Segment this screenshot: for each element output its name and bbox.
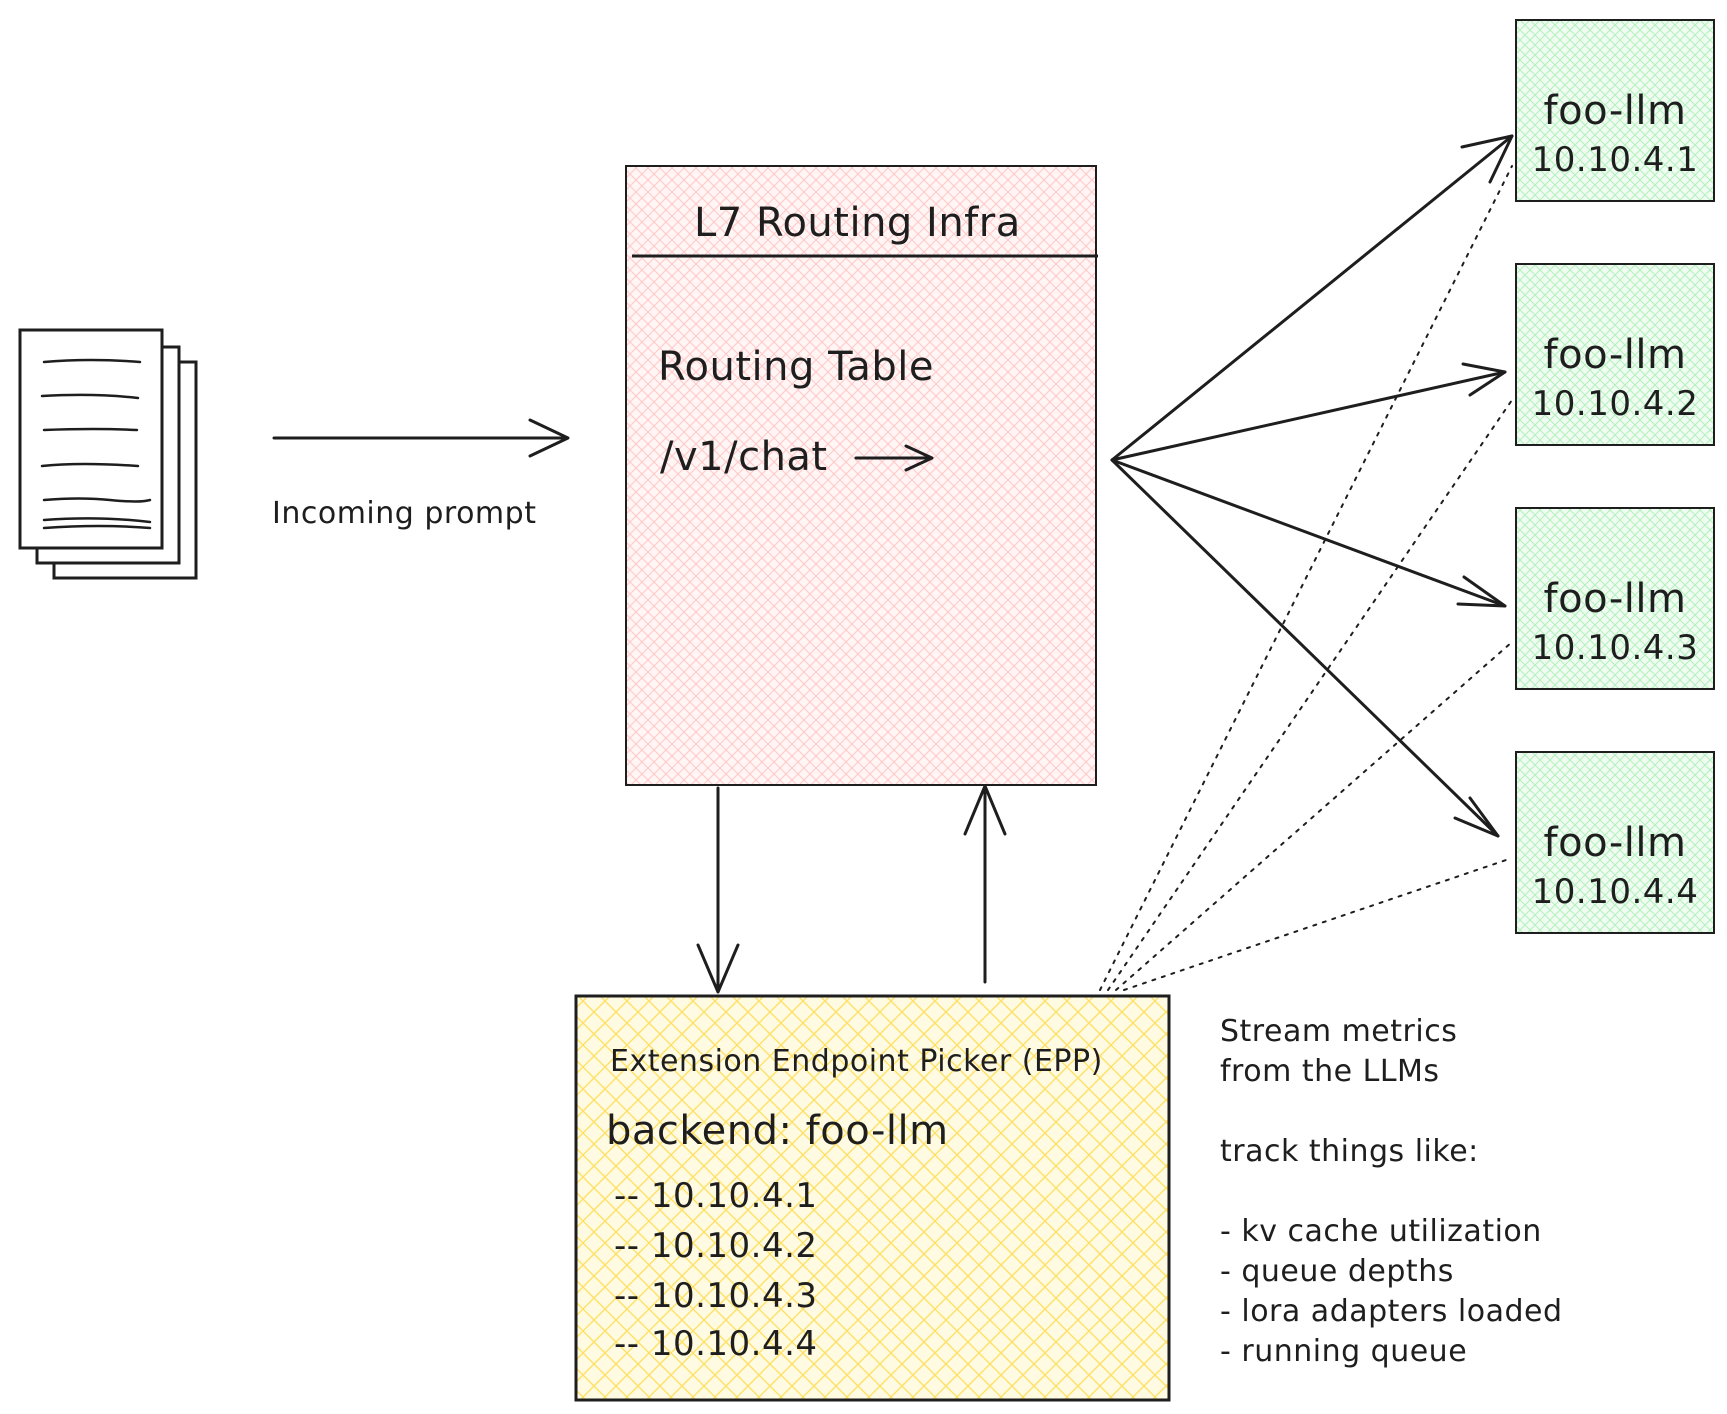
epp-endpoint-3: -- 10.10.4.3 (614, 1276, 818, 1316)
route-path: /v1/chat (660, 434, 828, 480)
notes-line-2: from the LLMs (1220, 1054, 1440, 1089)
notes-line-1: Stream metrics (1220, 1014, 1458, 1049)
notes-item-2: - queue depths (1220, 1254, 1454, 1289)
router-to-backend-3-arrow (1110, 458, 1507, 608)
backend-1-name: foo-llm (1543, 88, 1687, 134)
epp-title: Extension Endpoint Picker (EPP) (610, 1044, 1103, 1079)
router-to-backend-2-arrow (1110, 362, 1507, 462)
backend-box-1 (1515, 19, 1715, 202)
routing-infra-box (625, 165, 1098, 786)
epp-endpoint-2: -- 10.10.4.2 (614, 1226, 818, 1266)
metrics-line-backend-3 (1115, 641, 1513, 991)
routing-table-label: Routing Table (658, 344, 935, 390)
epp-endpoint-4: -- 10.10.4.4 (614, 1324, 818, 1364)
incoming-prompt-arrow (272, 418, 570, 458)
incoming-prompt-label: Incoming prompt (272, 496, 537, 531)
backend-2-name: foo-llm (1543, 332, 1687, 378)
metrics-line-backend-2 (1107, 399, 1513, 991)
backend-3-ip: 10.10.4.3 (1531, 628, 1699, 668)
route-arrow (854, 444, 934, 472)
epp-backend-label: backend: foo-llm (606, 1108, 949, 1154)
router-to-backend-1-arrow (1110, 134, 1514, 462)
backend-1-ip: 10.10.4.1 (1531, 140, 1699, 180)
backend-3-name: foo-llm (1543, 576, 1687, 622)
backend-4-name: foo-llm (1543, 820, 1687, 866)
notes-item-3: - lora adapters loaded (1220, 1294, 1563, 1329)
router-to-epp-arrow (696, 786, 740, 994)
metrics-line-backend-1 (1099, 165, 1513, 991)
notes-track-header: track things like: (1220, 1134, 1479, 1169)
metrics-line-backend-4 (1123, 857, 1513, 991)
router-title: L7 Routing Infra (694, 200, 1021, 246)
epp-endpoint-1: -- 10.10.4.1 (614, 1176, 818, 1216)
backend-box-3 (1515, 507, 1715, 690)
backend-2-ip: 10.10.4.2 (1531, 384, 1699, 424)
epp-to-router-arrow (963, 784, 1007, 984)
backend-box-2 (1515, 263, 1715, 446)
document-stack-icon (18, 328, 198, 580)
backend-4-ip: 10.10.4.4 (1531, 872, 1699, 912)
backend-box-4 (1515, 751, 1715, 934)
notes-item-4: - running queue (1220, 1334, 1468, 1369)
epp-box (574, 994, 1171, 1402)
notes-item-1: - kv cache utilization (1220, 1214, 1542, 1249)
router-to-backend-4-arrow (1110, 458, 1500, 838)
